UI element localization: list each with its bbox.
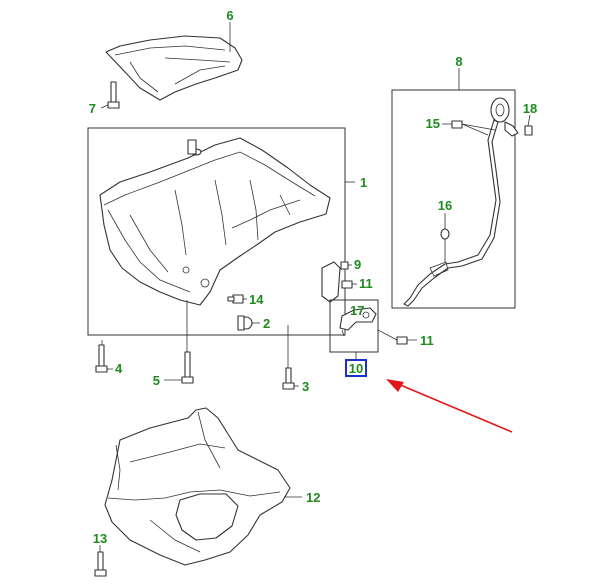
- part-4-bolt[interactable]: [95, 344, 108, 373]
- part-18-screw[interactable]: [524, 125, 533, 136]
- callout-17: 17: [350, 303, 364, 318]
- callout-13: 13: [93, 531, 107, 546]
- callout-4: 4: [115, 361, 123, 376]
- part-5-bolt[interactable]: [181, 351, 194, 384]
- part-2-drain-plug[interactable]: [237, 315, 253, 331]
- part-6-splash-shield[interactable]: [105, 35, 243, 101]
- part-9-bracket[interactable]: [321, 261, 349, 303]
- part-17-bracket[interactable]: [339, 307, 377, 331]
- part-16-o-ring[interactable]: [440, 228, 450, 240]
- part-12-lower-shield[interactable]: [104, 407, 291, 566]
- callout-5: 5: [153, 373, 160, 388]
- callout-11-upper: 11: [359, 276, 373, 291]
- leader-3: [287, 325, 299, 387]
- callout-16: 16: [438, 198, 452, 213]
- callout-7: 7: [89, 101, 96, 116]
- leader-11-lower: [377, 329, 417, 341]
- leader-18: [527, 114, 531, 127]
- part-11-bolt-upper[interactable]: [341, 280, 353, 289]
- part-1-oil-pan[interactable]: [99, 137, 331, 306]
- callout-9: 9: [354, 257, 361, 272]
- frame-part-10: [329, 299, 379, 353]
- frame-part-8: [391, 89, 516, 309]
- leader-4: [101, 340, 113, 370]
- red-pointer-arrow-icon: [386, 379, 513, 433]
- leader-5: [164, 300, 188, 381]
- part-8-dipstick-tube[interactable]: [403, 97, 519, 307]
- part-3-bolt[interactable]: [282, 367, 295, 390]
- leader-7: [100, 104, 109, 109]
- callout-3: 3: [302, 379, 309, 394]
- frame-part-1: [87, 127, 346, 336]
- callout-8: 8: [455, 54, 462, 69]
- leader-15: [442, 123, 496, 136]
- part-14-plug[interactable]: [227, 294, 244, 304]
- part-15-screw[interactable]: [451, 120, 463, 129]
- callout-11-lower: 11: [420, 333, 434, 348]
- callout-2: 2: [263, 316, 270, 331]
- part-13-bolt[interactable]: [94, 551, 107, 577]
- leader-17: [341, 329, 345, 337]
- callout-6: 6: [226, 8, 233, 23]
- part-11-bolt-lower[interactable]: [396, 336, 408, 345]
- callout-15: 15: [426, 116, 440, 131]
- callout-18: 18: [523, 101, 537, 116]
- callout-14: 14: [249, 292, 264, 307]
- callout-1: 1: [360, 175, 367, 190]
- callout-10[interactable]: 10: [349, 361, 363, 376]
- part-7-bolt[interactable]: [107, 81, 120, 109]
- callout-12: 12: [306, 490, 320, 505]
